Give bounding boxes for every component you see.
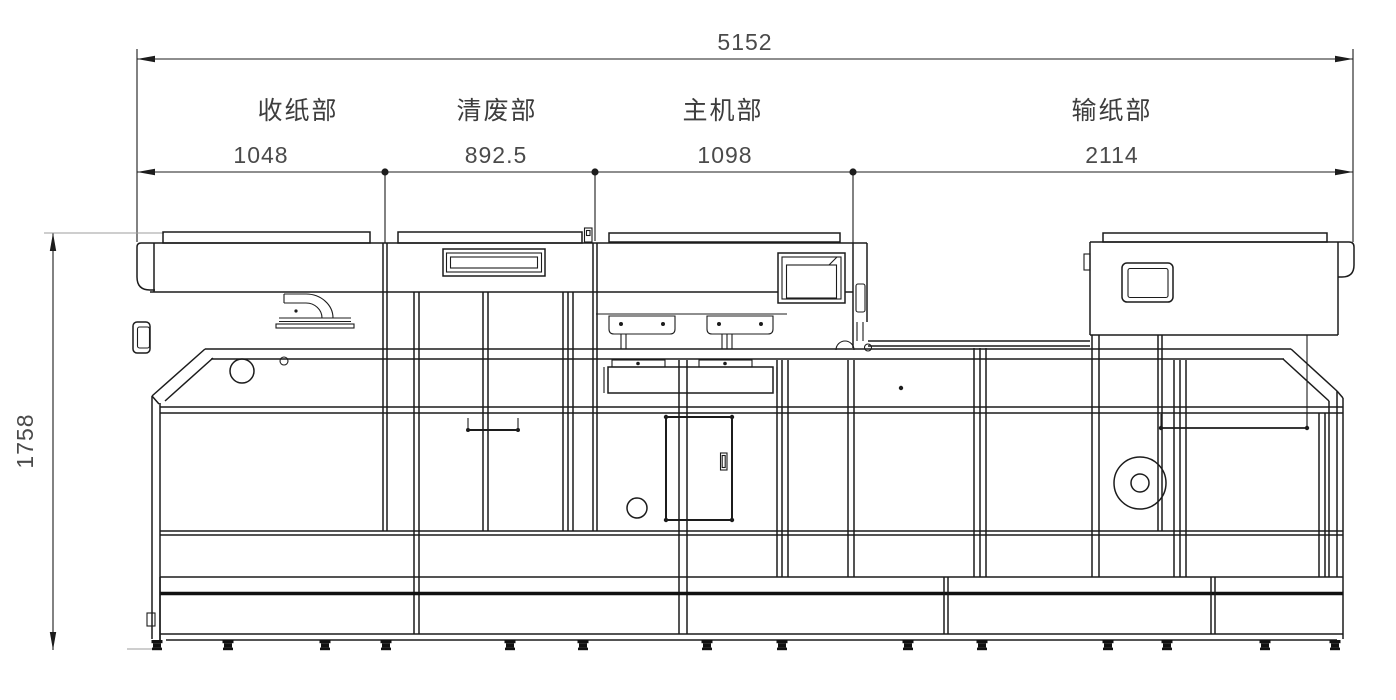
machine-upper-body [136, 242, 873, 352]
section-label-delivery: 收纸部 [257, 97, 338, 125]
leveling-feet [151, 640, 1341, 651]
arrow-right-icon [1335, 55, 1353, 63]
section-label-main-unit: 主机部 [682, 97, 763, 125]
stripping-display-panel [442, 248, 546, 277]
arrow-down-icon [49, 632, 57, 650]
delivery-lower-details [229, 356, 520, 432]
feeder-screen [1121, 262, 1174, 303]
arrow-left-icon [137, 168, 155, 176]
left-handle [132, 321, 151, 354]
hand-wheel [1113, 456, 1167, 510]
arrow-up-icon [49, 233, 57, 251]
feeder-body [1083, 241, 1355, 336]
base-frame [146, 576, 1343, 641]
delivery-vent-elbow [275, 293, 355, 329]
section-label-feeder: 输纸部 [1071, 97, 1152, 125]
frame-posts [151, 243, 1344, 640]
frame-rails [160, 340, 1343, 536]
section-width-main-unit: 1098 [697, 142, 752, 168]
arrow-right-icon [1335, 168, 1353, 176]
guard-rail [151, 348, 1344, 405]
section-width-delivery: 1048 [233, 142, 288, 168]
total-width-value: 5152 [717, 29, 772, 55]
arrow-left-icon [137, 55, 155, 63]
top-covers [162, 227, 1328, 244]
section-width-feeder: 2114 [1085, 142, 1138, 168]
section-label-stripping: 清废部 [456, 97, 537, 125]
section-width-stripping: 892.5 [465, 142, 528, 168]
feeder-lower-details [1113, 414, 1310, 510]
main-unit-monitor [777, 252, 846, 304]
section-dimensions: 收纸部 清废部 主机部 输纸部 1048 892.5 1098 2114 [137, 97, 1353, 243]
roller-arch [835, 340, 855, 351]
height-dimension: 1758 [12, 232, 164, 650]
main-unit-details [603, 315, 904, 394]
total-height-value: 1758 [12, 413, 38, 468]
cabinet-door [626, 414, 735, 523]
total-width-dimension: 5152 [136, 29, 1354, 242]
door-knob [626, 497, 648, 519]
